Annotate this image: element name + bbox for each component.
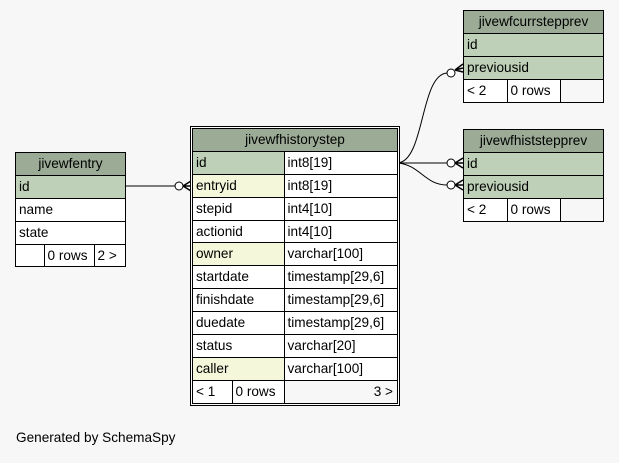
edge-historystep-to-currstepprev-optional-marker	[446, 68, 456, 78]
column-id[interactable]: id	[193, 150, 285, 175]
edge-historystep-to-histstepprev-previousid	[397, 162, 448, 186]
column-id[interactable]: id	[16, 174, 125, 199]
column-actionid[interactable]: actionid	[193, 219, 285, 244]
parents-count	[16, 243, 45, 267]
row-count: 0 rows	[506, 197, 561, 221]
column-id-type: int8[19]	[283, 150, 397, 175]
children-count[interactable]: 3 >	[283, 379, 397, 403]
row-count: 0 rows	[506, 78, 561, 102]
children-count	[559, 197, 603, 221]
column-entryid-type: int8[19]	[283, 173, 397, 198]
column-id[interactable]: id	[464, 151, 603, 176]
table-jivewfhistorystep[interactable]: jivewfhistorystep id int8[19] entryid in…	[190, 126, 400, 406]
column-finishdate[interactable]: finishdate	[193, 288, 285, 313]
column-previousid[interactable]: previousid	[464, 55, 603, 80]
column-status-type: varchar[20]	[283, 334, 397, 358]
table-title[interactable]: jivewfhistorystep	[193, 129, 397, 152]
column-stepid-type: int4[10]	[283, 196, 397, 221]
column-previousid[interactable]: previousid	[464, 174, 603, 199]
children-count	[559, 78, 603, 102]
row-count: 0 rows	[43, 243, 95, 267]
edge-historystep-to-histstepprev-previousid-crowfoot	[454, 179, 464, 191]
table-title[interactable]: jivewfentry	[16, 153, 125, 176]
column-startdate-type: timestamp[29,6]	[283, 265, 397, 290]
column-startdate[interactable]: startdate	[193, 265, 285, 290]
edge-historystep-to-histstepprev-id-crowfoot	[454, 157, 464, 169]
parents-count[interactable]: < 2	[464, 197, 508, 221]
parents-count[interactable]: < 1	[193, 379, 233, 403]
column-duedate-type: timestamp[29,6]	[283, 311, 397, 336]
parents-count[interactable]: < 2	[464, 78, 508, 102]
table-jivewfcurrstepprev[interactable]: jivewfcurrstepprev id previousid < 2 0 r…	[463, 10, 604, 103]
column-finishdate-type: timestamp[29,6]	[283, 288, 397, 313]
edge-entry-to-historystep-crowfoot	[182, 180, 192, 192]
column-caller[interactable]: caller	[193, 356, 285, 381]
edge-historystep-to-currstepprev	[397, 72, 448, 164]
column-owner[interactable]: owner	[193, 242, 285, 267]
edge-entry-to-historystep-optional-marker	[174, 181, 184, 191]
column-stepid[interactable]: stepid	[193, 196, 285, 221]
column-owner-type: varchar[100]	[283, 242, 397, 267]
table-jivewfhiststepprev[interactable]: jivewfhiststepprev id previousid < 2 0 r…	[463, 129, 604, 222]
edge-historystep-to-histstepprev-id-optional-marker	[446, 158, 456, 168]
column-entryid[interactable]: entryid	[193, 173, 285, 198]
row-count: 0 rows	[231, 379, 285, 403]
column-caller-type: varchar[100]	[283, 356, 397, 381]
generated-by-caption: Generated by SchemaSpy	[16, 430, 176, 445]
column-state[interactable]: state	[16, 220, 125, 245]
edge-historystep-to-histstepprev-previousid-optional-marker	[446, 180, 456, 190]
column-duedate[interactable]: duedate	[193, 311, 285, 336]
table-jivewfentry[interactable]: jivewfentry id name state 0 rows 2 >	[15, 152, 126, 268]
table-title[interactable]: jivewfcurrstepprev	[464, 11, 603, 34]
column-status[interactable]: status	[193, 334, 285, 358]
table-title[interactable]: jivewfhiststepprev	[464, 130, 603, 153]
children-count[interactable]: 2 >	[93, 243, 125, 267]
column-name[interactable]: name	[16, 197, 125, 222]
column-actionid-type: int4[10]	[283, 219, 397, 244]
edge-historystep-to-currstepprev-crowfoot	[454, 63, 464, 73]
column-id[interactable]: id	[464, 32, 603, 57]
